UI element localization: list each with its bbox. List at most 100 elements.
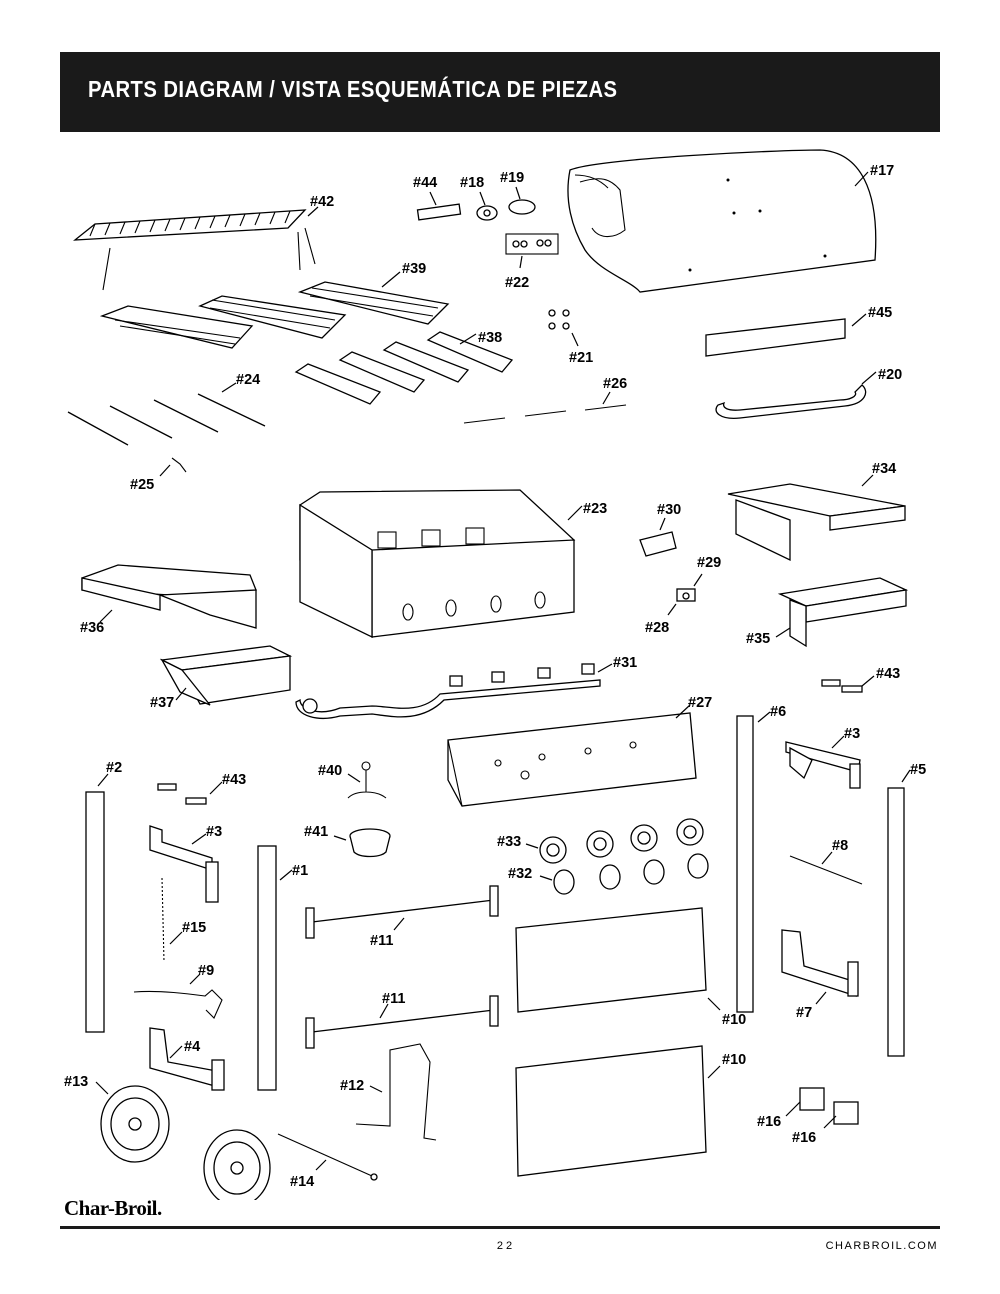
label-27: #27 [688, 695, 712, 711]
label-43-right: #43 [876, 666, 900, 682]
part-44-igniter-module [416, 203, 462, 221]
part-32-control-knobs [553, 853, 709, 895]
part-25-electrode [171, 457, 187, 473]
label-31: #31 [613, 655, 637, 671]
label-2: #2 [106, 760, 122, 776]
label-44: #44 [413, 175, 437, 191]
part-43-hardware-right [821, 679, 863, 693]
part-19-temperature-gauge [508, 199, 536, 215]
label-18: #18 [460, 175, 484, 191]
label-20: #20 [878, 367, 902, 383]
label-24: #24 [236, 372, 260, 388]
part-9-tank-retainer [133, 989, 223, 1019]
label-4: #4 [184, 1039, 200, 1055]
label-13: #13 [64, 1074, 88, 1090]
label-19: #19 [500, 170, 524, 186]
part-36-left-side-shelf [81, 564, 257, 629]
part-12-hook [355, 1043, 437, 1141]
label-38: #38 [478, 330, 502, 346]
parts-diagram: #42 #39 #44 #18 #19 #22 #17 [64, 149, 926, 1200]
part-10-door-upper [515, 907, 707, 1013]
part-42-warming-rack [73, 209, 316, 291]
page-number: 22 [496, 1240, 516, 1252]
part-16-hinges [799, 1087, 859, 1125]
label-40: #40 [318, 763, 342, 779]
label-34: #34 [872, 461, 896, 477]
part-38-heat-tents [294, 331, 514, 405]
part-5-leg [887, 787, 905, 1057]
label-33: #33 [497, 834, 521, 850]
website-url: CHARBROIL.COM [825, 1240, 938, 1252]
label-10-upper: #10 [722, 1012, 746, 1028]
label-5: #5 [910, 762, 926, 778]
label-32: #32 [508, 866, 532, 882]
part-26-carryover-tubes [463, 404, 627, 424]
label-3-left: #3 [206, 824, 222, 840]
label-26: #26 [603, 376, 627, 392]
label-39: #39 [402, 261, 426, 277]
part-27-control-panel [447, 712, 697, 807]
part-31-valve-manifold [295, 663, 601, 719]
label-12: #12 [340, 1078, 364, 1094]
part-20-lid-handle [715, 384, 867, 419]
part-7-bracket-bottom-right [781, 929, 859, 997]
label-22: #22 [505, 275, 529, 291]
label-15: #15 [182, 920, 206, 936]
part-4-bracket-bottom-left [149, 1027, 225, 1091]
part-35-right-shelf-panel [777, 577, 909, 648]
page-title: PARTS DIAGRAM / VISTA ESQUEMÁTICA DE PIE… [88, 76, 618, 102]
part-34-right-side-shelf [727, 483, 906, 562]
label-7: #7 [796, 1005, 812, 1021]
label-21: #21 [569, 350, 593, 366]
part-45-lid-bracket [705, 318, 846, 357]
label-35: #35 [746, 631, 770, 647]
part-13-wheels [100, 1085, 271, 1200]
part-33-knob-bezels [539, 818, 704, 864]
part-15-match-chain [161, 877, 165, 963]
label-3-right: #3 [844, 726, 860, 742]
label-16-right: #16 [792, 1130, 816, 1146]
part-18-knob-bezel [476, 205, 498, 221]
label-37: #37 [150, 695, 174, 711]
label-17: #17 [870, 163, 894, 179]
part-10-door-lower [515, 1045, 707, 1177]
header-bar: PARTS DIAGRAM / VISTA ESQUEMÁTICA DE PIE… [60, 52, 940, 132]
label-29: #29 [697, 555, 721, 571]
label-25: #25 [130, 477, 154, 493]
part-29-28-igniter [676, 588, 696, 602]
part-39-cooking-grates [99, 281, 450, 349]
label-10-lower: #10 [722, 1052, 746, 1068]
label-16-left: #16 [757, 1114, 781, 1130]
part-23-firebox [299, 489, 576, 639]
part-43-hardware-left [157, 783, 207, 805]
label-1: #1 [292, 863, 308, 879]
part-21-screws [548, 309, 570, 330]
footer-divider [60, 1226, 940, 1229]
brand-logo: Char-Broil. [64, 1196, 162, 1220]
part-1-leg [257, 845, 277, 1091]
part-37-left-shelf-panel [159, 645, 293, 706]
part-11-crossbar-lower [305, 995, 499, 1049]
label-36: #36 [80, 620, 104, 636]
label-43-left: #43 [222, 772, 246, 788]
part-24-burners [67, 393, 266, 446]
label-8: #8 [832, 838, 848, 854]
part-41-grease-cup [349, 828, 391, 858]
label-9: #9 [198, 963, 214, 979]
part-11-crossbar-upper [305, 885, 499, 939]
label-11-upper: #11 [370, 933, 393, 949]
label-6: #6 [770, 704, 786, 720]
part-6-leg [736, 715, 754, 1013]
part-3-bracket-left [149, 825, 219, 903]
part-40-grease-cup-holder [347, 761, 387, 799]
part-30-igniter-button [639, 531, 677, 557]
label-45: #45 [868, 305, 892, 321]
part-3-bracket-right [785, 741, 861, 789]
part-14-axle [277, 1133, 378, 1181]
label-14: #14 [290, 1174, 314, 1190]
label-42: #42 [310, 194, 334, 210]
part-22-hinge-hardware [505, 233, 559, 255]
label-41: #41 [304, 824, 328, 840]
label-28: #28 [645, 620, 669, 636]
label-23: #23 [583, 501, 607, 517]
